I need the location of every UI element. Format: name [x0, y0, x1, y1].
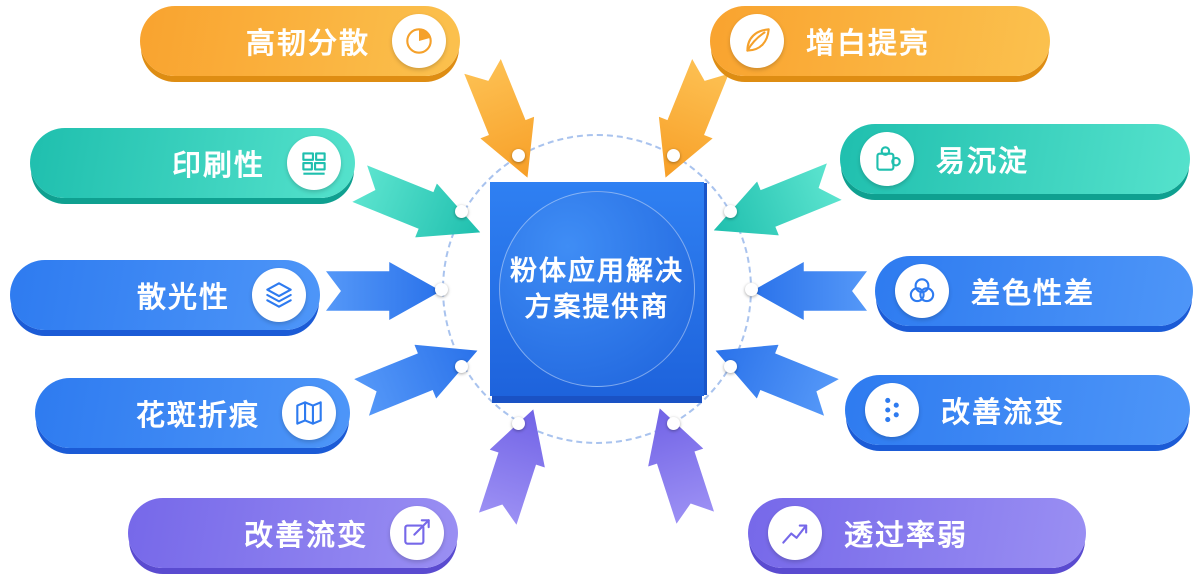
connector-dot	[512, 149, 525, 162]
pill-label: 差色性差	[971, 278, 1096, 310]
pill-label: 散光性	[136, 282, 230, 314]
pill-improve-rheology-left: 改善流变	[128, 498, 458, 568]
edit-arrow-icon	[390, 506, 444, 560]
overlap-circles-icon	[895, 264, 949, 318]
pie-chart-icon	[392, 14, 446, 68]
pill-improve-rheology-right: 改善流变	[845, 375, 1190, 445]
center-title-line2: 方案提供商	[524, 292, 670, 322]
flow-arrow-mid-right	[752, 262, 867, 320]
dots-flow-icon	[865, 383, 919, 437]
pill-easy-sedimentation: 易沉淀	[840, 124, 1190, 194]
center-title-line1: 粉体应用解决	[510, 255, 684, 286]
connector-dot	[435, 283, 448, 296]
pill-label: 增白提亮	[806, 28, 931, 60]
pill-mottle-crease: 花斑折痕	[35, 378, 350, 448]
layers-icon	[252, 268, 306, 322]
connector-dot	[455, 360, 468, 373]
flow-arrow-mid-left	[326, 262, 441, 320]
pill-label: 易沉淀	[936, 146, 1030, 178]
pill-label: 透过率弱	[844, 520, 969, 552]
trend-chart-icon	[768, 506, 822, 560]
pill-label: 高韧分散	[245, 28, 370, 60]
connector-dot	[667, 149, 680, 162]
pill-poor-color-difference: 差色性差	[875, 256, 1193, 326]
print-blocks-icon	[287, 136, 341, 190]
pill-printability: 印刷性	[30, 128, 355, 198]
puzzle-icon	[860, 132, 914, 186]
pill-label: 改善流变	[941, 397, 1066, 429]
connector-dot	[455, 205, 468, 218]
folded-map-icon	[282, 386, 336, 440]
connector-dot	[667, 417, 680, 430]
center-hub-circle: 粉体应用解决 方案提供商	[499, 191, 695, 387]
pill-light-scattering: 散光性	[10, 260, 320, 330]
pill-weak-transmittance: 透过率弱	[748, 498, 1086, 568]
pill-high-toughness-dispersion: 高韧分散	[140, 6, 460, 76]
pill-label: 印刷性	[171, 150, 265, 182]
connector-dot	[512, 417, 525, 430]
pill-label: 改善流变	[243, 520, 368, 552]
connector-dot	[745, 283, 758, 296]
connector-dot	[724, 205, 737, 218]
pill-label: 花斑折痕	[135, 400, 260, 432]
pill-whiten-brighten: 增白提亮	[710, 6, 1050, 76]
leaf-icon	[730, 14, 784, 68]
connector-dot	[724, 360, 737, 373]
center-hub: 粉体应用解决 方案提供商	[490, 182, 704, 396]
